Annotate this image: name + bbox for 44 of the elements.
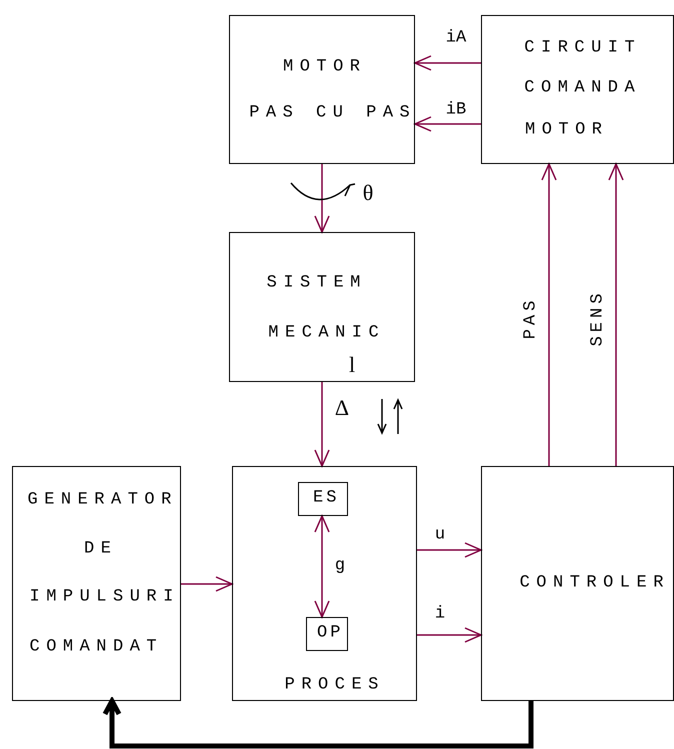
edge-label: i — [434, 606, 446, 622]
block-label: MOTOR — [282, 58, 366, 75]
block-label: SISTEM — [266, 274, 367, 291]
arrow — [417, 542, 482, 558]
block-label: MECANIC — [267, 324, 386, 341]
block-label: COMANDA — [523, 79, 642, 96]
edge-label: PAS — [522, 296, 540, 340]
block-label: ES — [312, 490, 340, 506]
symbol-label: θ — [362, 182, 374, 204]
block-box — [12, 466, 181, 701]
arrow — [414, 116, 481, 132]
block-label: DE — [83, 540, 118, 557]
block-box — [229, 232, 415, 382]
block-label: MOTOR — [524, 121, 608, 138]
block-label: PROCES — [284, 676, 385, 693]
arrow — [181, 576, 233, 592]
edge-label: iA — [446, 30, 466, 46]
symbol-label: l — [348, 354, 356, 376]
arrow — [608, 163, 624, 466]
block-box — [481, 466, 674, 701]
arrow — [541, 163, 557, 466]
edge-label: SENS — [590, 290, 606, 346]
edge-label: u — [434, 526, 446, 544]
block-box — [481, 15, 674, 164]
arrow — [414, 55, 481, 71]
arrow — [314, 164, 330, 233]
arrow — [417, 627, 482, 643]
element-box — [306, 616, 348, 650]
block-label: PAS CU PAS — [248, 104, 416, 121]
symbol-label: Δ — [334, 397, 350, 419]
arrow — [102, 698, 534, 748]
arrow — [314, 515, 330, 618]
element-box — [298, 482, 348, 516]
block-label: GENERATOR — [28, 491, 178, 508]
edge-label: g — [334, 558, 346, 574]
block-box — [232, 466, 417, 701]
arrow — [314, 382, 330, 467]
block-label: CIRCUIT — [523, 39, 642, 56]
block-label: IMPULSURI — [30, 588, 180, 605]
block-label: OP — [316, 624, 344, 642]
block-box — [229, 15, 415, 164]
block-label: COMANDAT — [30, 638, 164, 655]
block-label: CONTROLER — [518, 574, 670, 591]
edge-label: iB — [446, 102, 466, 118]
